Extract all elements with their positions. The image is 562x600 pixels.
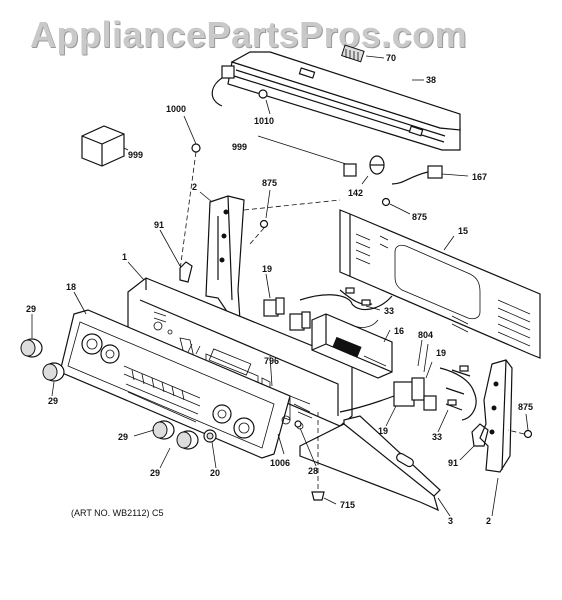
callout-19-top: 19	[262, 264, 272, 274]
starter-142	[343, 155, 385, 177]
relay-right	[393, 377, 437, 411]
bottom-trim	[299, 415, 441, 512]
callout-29-left: 29	[48, 396, 58, 406]
callout-18: 18	[66, 282, 76, 292]
callout-29-middle: 29	[118, 432, 128, 442]
callout-91-right: 91	[448, 458, 458, 468]
screw-1000	[179, 143, 201, 271]
knob-lower-middle	[152, 420, 175, 440]
lamp-connector	[341, 44, 365, 63]
callout-1: 1	[122, 252, 127, 262]
callout-15: 15	[458, 226, 468, 236]
wire-clip-91	[179, 261, 193, 283]
callout-16: 16	[394, 326, 404, 336]
screw-875-top	[243, 197, 391, 245]
callout-142: 142	[348, 188, 363, 198]
callout-28: 28	[308, 466, 318, 476]
callout-3: 3	[448, 516, 453, 526]
callout-167: 167	[472, 172, 487, 182]
watermark-logo: AppliancePartsPros.com	[30, 14, 468, 55]
leader-lines	[31, 55, 529, 517]
callout-999-wire: 999	[232, 142, 247, 152]
relay-left-top	[263, 297, 285, 317]
callout-19-right: 19	[436, 348, 446, 358]
callout-70: 70	[386, 53, 396, 63]
knob-lower-left	[42, 362, 65, 382]
callout-91-left: 91	[154, 220, 164, 230]
callout-804: 804	[418, 330, 433, 340]
end-bracket-left	[205, 195, 245, 321]
lamp-socket-167	[391, 165, 443, 185]
callout-33-top: 33	[384, 306, 394, 316]
callout-999-block: 999	[128, 150, 143, 160]
knob-bezel-20	[203, 429, 217, 443]
starter-1010	[258, 89, 268, 99]
callout-715: 715	[340, 500, 355, 510]
callout-1000: 1000	[166, 104, 186, 114]
art-number-note: (ART NO. WB2112) C5	[71, 508, 164, 518]
wire-harness	[299, 287, 477, 421]
callout-1010: 1010	[254, 116, 274, 126]
callout-29-upper: 29	[26, 304, 36, 314]
knob-lower-right	[176, 430, 199, 450]
foam-block-999	[81, 125, 125, 167]
callout-33-bottom: 33	[432, 432, 442, 442]
callout-1006: 1006	[270, 458, 290, 468]
control-board	[311, 313, 393, 379]
control-panel-graphics	[59, 309, 304, 459]
relay-left-bottom	[289, 311, 311, 331]
callout-796: 796	[264, 356, 279, 366]
callout-29-lower: 29	[150, 468, 160, 478]
callout-2-right: 2	[486, 516, 491, 526]
callout-20: 20	[210, 468, 220, 478]
back-panel	[339, 209, 541, 359]
knob-upper-left	[20, 338, 43, 358]
callout-38: 38	[426, 75, 436, 85]
callout-19-bottom: 19	[378, 426, 388, 436]
callout-875-bracket: 875	[262, 178, 277, 188]
lamp-switch-28	[294, 420, 302, 428]
callout-875-right: 875	[518, 402, 533, 412]
callout-875-panel: 875	[412, 212, 427, 222]
end-bracket-right	[471, 359, 533, 473]
screw-715	[311, 412, 325, 501]
lamp-socket-left	[211, 65, 235, 107]
lamp-housing	[227, 44, 461, 151]
callout-2-left: 2	[192, 182, 197, 192]
